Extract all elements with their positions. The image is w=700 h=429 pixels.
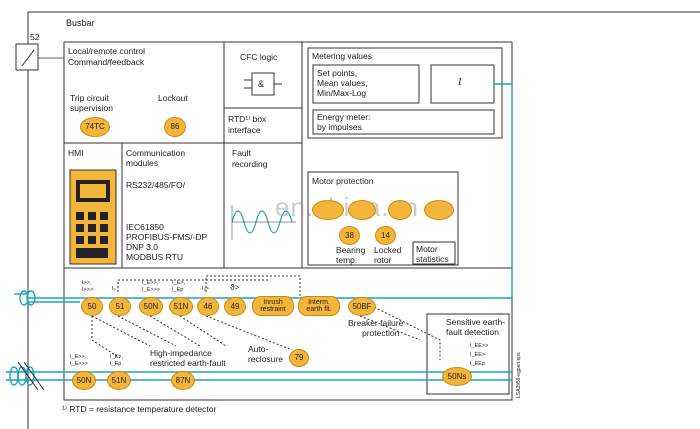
metering-set3: Min/Max-Log (317, 88, 367, 98)
and-gate-symbol: & (258, 79, 265, 89)
function-86: 86 (164, 117, 186, 137)
label-50n-a: I_E>>, (142, 280, 159, 286)
function-50ns: 50Ns (442, 367, 472, 386)
comm-proto5: MODBUS RTU (126, 252, 183, 262)
high-impedance-line2: restricted earth-fault (150, 358, 226, 368)
cfc-title: CFC logic (240, 52, 278, 62)
sensitive-ee-a: I_EE>> (470, 343, 489, 349)
locked-line2: rotor (374, 255, 392, 265)
auto-reclosure-line1: Auto- (248, 344, 269, 354)
footnote: ¹⁾ RTD = resistance temperature detector (62, 404, 217, 414)
label-51n-b: I_Ep (172, 287, 184, 293)
inrush-line2: restraint (260, 306, 286, 313)
function-87n: 87N (171, 371, 195, 390)
metering-set2: Mean values, (317, 78, 368, 88)
function-46: 46 (197, 297, 219, 316)
lockout-label: Lockout (158, 93, 188, 103)
function-50n-earth: 50N (72, 371, 96, 390)
function-49: 49 (224, 297, 246, 316)
hmi-label: HMI (68, 148, 84, 158)
breaker-number: 52 (30, 32, 40, 42)
function-74tc: 74TC (80, 117, 110, 137)
control-line1: Local/remote control (68, 46, 146, 56)
motor-title: Motor protection (312, 176, 374, 186)
high-impedance-line1: High-impedance (150, 348, 212, 358)
label-51: Iₚ (112, 286, 116, 292)
function-50bf: 50BF (348, 297, 376, 316)
comm-proto3: PROFIBUS-FMS/-DP (126, 232, 208, 242)
fault-line2: recording (232, 159, 268, 169)
function-50n: 50N (139, 297, 163, 316)
busbar-label: Busbar (66, 18, 95, 28)
function-50: 50 (81, 297, 103, 316)
breaker-failure-line1: Breaker failure (348, 318, 404, 328)
label-46: I₂> (202, 286, 209, 292)
comm-line1: Communication (126, 148, 186, 158)
energy-line1: Energy meter: (317, 112, 371, 122)
bearing-line2: temp. (336, 255, 358, 265)
label-earth-a1: I_E>>, (70, 354, 87, 360)
label-50-b: I>>> (82, 287, 94, 293)
motor-function-b (348, 200, 376, 220)
sensitive-line1: Sensitive earth- (446, 317, 506, 327)
comm-proto4: DNP 3.0 (126, 242, 158, 252)
breaker-failure-line2: protection (362, 328, 400, 338)
stats-line1: Motor (416, 244, 438, 254)
inrush-line1: Inrush (263, 299, 283, 306)
function-79: 79 (289, 349, 309, 367)
function-38: 38 (339, 226, 360, 245)
interm-line2: earth flt. (306, 306, 332, 313)
comm-proto1: RS232/485/FO/ (126, 180, 186, 190)
motor-function-d (424, 200, 454, 220)
sensitive-ee-c: I_EEp (470, 361, 485, 367)
comm-line2: modules (126, 158, 159, 168)
rtd-line1: RTD¹⁾ box (228, 114, 267, 124)
auto-reclosure-line2: reclosure (248, 354, 283, 364)
function-51n-earth: 51N (107, 371, 131, 390)
label-49: ϑ> (230, 282, 240, 292)
function-51n: 51N (169, 297, 193, 316)
label-earth-b1: I_E>, (110, 354, 123, 360)
metering-title: Metering values (312, 51, 373, 61)
current-symbol: I (458, 77, 462, 88)
label-51n-a: I_E>, (172, 280, 185, 286)
trip-label-1: Trip circuit (70, 93, 109, 103)
rtd-line2: interface (228, 125, 261, 135)
label-50-a: I>>, (82, 280, 92, 286)
energy-line2: by impulses (317, 122, 362, 132)
function-14: 14 (375, 226, 396, 245)
function-51: 51 (109, 297, 131, 316)
motor-function-c (388, 200, 412, 220)
control-line2: Command/feedback (68, 57, 145, 67)
sensitive-line2: fault detection (446, 327, 499, 337)
label-earth-a2: I_E>>> (70, 361, 88, 367)
trip-label-2: supervision (70, 103, 113, 113)
side-code: LSA2959-egpen.eps (516, 352, 522, 398)
sensitive-ee-b: I_EE> (470, 352, 486, 358)
locked-line1: Locked (374, 245, 402, 255)
fault-line1: Fault (232, 148, 251, 158)
interm-earth-fault: Interm. earth flt. (298, 296, 340, 316)
comm-proto2: IEC61850 (126, 222, 164, 232)
bearing-line1: Bearing (336, 245, 366, 255)
motor-function-a (312, 200, 344, 220)
metering-set1: Set points, (317, 68, 358, 78)
label-50n-b: I_E>>> (142, 287, 160, 293)
interm-line1: Interm. (308, 299, 330, 306)
inrush-restraint: Inrush restraint (252, 296, 294, 316)
label-earth-b2: I_Ep (110, 361, 122, 367)
stats-line2: statistics (416, 254, 449, 264)
